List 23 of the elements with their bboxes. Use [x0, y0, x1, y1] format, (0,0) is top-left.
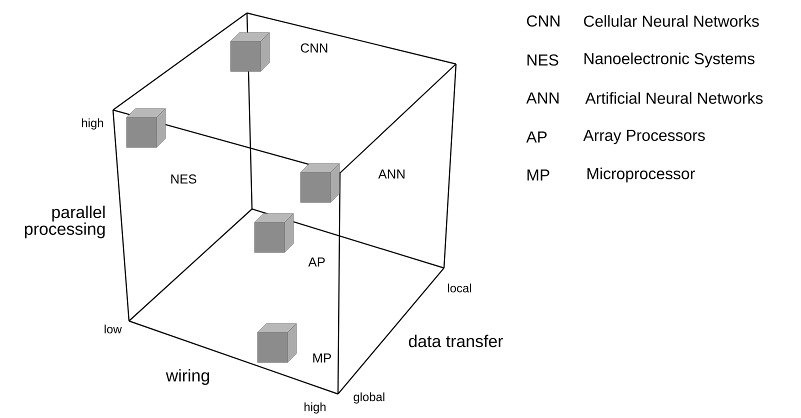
legend-abbreviation: CNN [527, 15, 560, 27]
legend-abbreviation: MP [528, 170, 550, 180]
cube-label: ANN [378, 170, 404, 178]
legend-description: Cellular Neural Networks [584, 15, 759, 27]
cube-label: NES [171, 174, 196, 184]
axis-label: data transfer [408, 334, 503, 348]
legend-description: Microprocessor [588, 168, 695, 182]
legend-description: Artificial Neural Networks [585, 92, 763, 104]
legend-abbreviation: AP [526, 132, 547, 142]
axis-label: global [354, 392, 384, 404]
legend-abbreviation: NES [528, 54, 558, 66]
cube-label: MP [313, 354, 331, 362]
axis-label: low [104, 324, 122, 334]
cube-label: AP [308, 258, 325, 266]
axis-label: high [304, 402, 326, 414]
axis-label: wiring [166, 369, 210, 385]
legend-description: Nanoelectronic Systems [584, 52, 754, 68]
axis-label: high [82, 118, 104, 130]
axis-label: local [448, 284, 471, 292]
cube-label: CNN [300, 43, 328, 53]
legend-description: Array Processors [583, 130, 705, 144]
legend-abbreviation: ANN [526, 92, 559, 104]
axis-label: parallel processing [25, 206, 105, 238]
